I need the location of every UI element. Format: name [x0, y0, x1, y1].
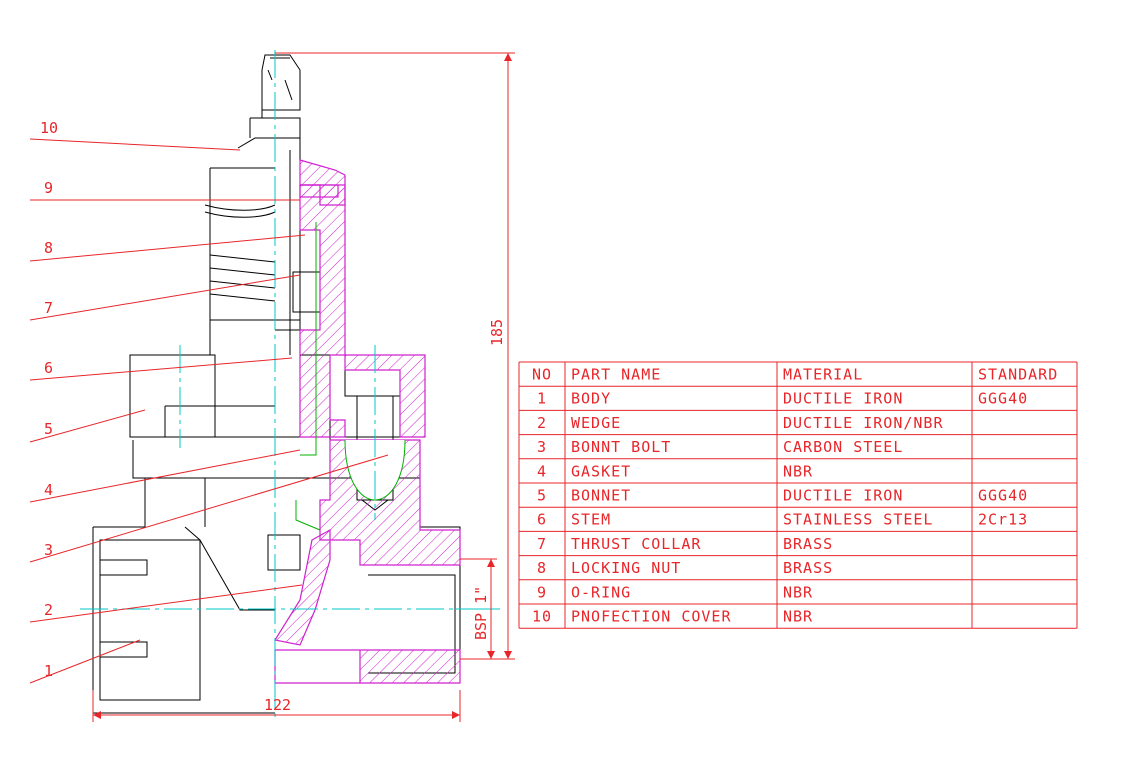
table-cell: LOCKING NUT [571, 559, 681, 577]
section-hatch [274, 159, 461, 684]
height-dimension-label: 185 [488, 319, 506, 346]
table-cell: 3 [537, 438, 547, 456]
dimension-thread: BSP 1" [460, 558, 497, 660]
table-cell: BONNET [571, 487, 631, 505]
table-cell: 1 [537, 390, 547, 408]
table-header-cell: STANDARD [978, 366, 1058, 384]
table-cell: PNOFECTION COVER [571, 608, 732, 626]
table-cell: GGG40 [978, 487, 1028, 505]
table-cell: 6 [537, 511, 547, 529]
callout-5: 5 [44, 420, 53, 438]
table-cell: WEDGE [571, 414, 621, 432]
table-cell: 2Cr13 [978, 511, 1028, 529]
table-header-cell: PART NAME [571, 366, 661, 384]
callout-labels: 10 9 8 7 6 5 4 3 2 1 [40, 119, 58, 680]
thread-dimension-label: BSP 1" [472, 586, 490, 640]
callout-4: 4 [44, 481, 53, 499]
table-header-cell: NO [532, 366, 552, 384]
table-cell: 9 [537, 583, 547, 601]
table-cell: 10 [532, 608, 552, 626]
table-cell: NBR [783, 608, 813, 626]
dimension-width: 122 [92, 690, 461, 722]
table-cell: THRUST COLLAR [571, 535, 701, 553]
table-cell: 8 [537, 559, 547, 577]
table-cell: STEM [571, 511, 611, 529]
table-cell: NBR [783, 462, 813, 480]
table-cell: 5 [537, 487, 547, 505]
table-cell: GASKET [571, 462, 631, 480]
callout-2: 2 [44, 601, 53, 619]
table-cell: BODY [571, 390, 611, 408]
callout-9: 9 [44, 179, 53, 197]
table-cell: DUCTILE IRON [783, 390, 903, 408]
table-header-cell: MATERIAL [783, 366, 863, 384]
table-cell: GGG40 [978, 390, 1028, 408]
callout-8: 8 [44, 239, 53, 257]
table-cell: BRASS [783, 559, 833, 577]
callout-1: 1 [44, 662, 53, 680]
callout-6: 6 [44, 359, 53, 377]
table-cell: 4 [537, 462, 547, 480]
callout-7: 7 [44, 299, 53, 317]
table-cell: STAINLESS STEEL [783, 511, 933, 529]
leader-lines [29, 138, 389, 684]
table-cell: 7 [537, 535, 547, 553]
table-cell: BRASS [783, 535, 833, 553]
width-dimension-label: 122 [264, 696, 291, 714]
callout-10: 10 [40, 119, 58, 137]
table-cell: NBR [783, 583, 813, 601]
parts-table: NO PART NAME MATERIAL STANDARD 1 BODY DUCTILE … [518, 361, 1078, 629]
table-cell: BONNT BOLT [571, 438, 671, 456]
table-cell: CARBON STEEL [783, 438, 903, 456]
table-cell: DUCTILE IRON/NBR [783, 414, 944, 432]
callout-3: 3 [44, 541, 53, 559]
table-cell: DUCTILE IRON [783, 487, 903, 505]
table-cell: O-RING [571, 583, 631, 601]
table-cell: 2 [537, 414, 547, 432]
